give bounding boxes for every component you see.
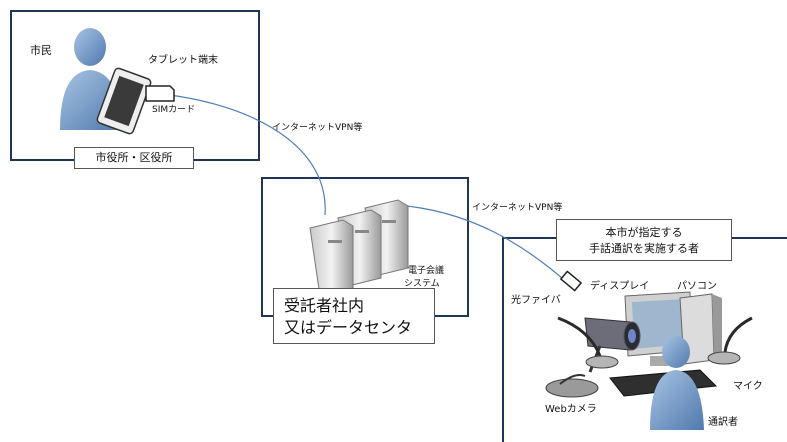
interpreter-label: 通訳者	[708, 417, 738, 428]
citizen-label: 市民	[30, 44, 52, 57]
system-label-line2: システム	[404, 279, 440, 289]
server-place-label: 受託者社内 又はデータセンタ	[273, 288, 435, 344]
interpreter-title-line1: 本市が指定する	[605, 226, 683, 239]
pc-label: パソコン	[677, 281, 717, 292]
mic-label: マイク	[733, 381, 763, 392]
vpn-link-right	[394, 204, 571, 286]
tablet-icon	[96, 67, 152, 135]
sim-card-label: SIMカード	[152, 105, 196, 115]
display-label: ディスプレイ	[590, 281, 650, 292]
vpn-label-right: インターネットVPN等	[472, 203, 563, 213]
fiber-connector-icon	[559, 270, 583, 292]
citizen-place-label: 市役所・区役所	[74, 147, 194, 169]
webcam-label: Webカメラ	[545, 404, 597, 415]
vpn-link-left	[149, 92, 326, 216]
fiber-label: 光ファイバ	[511, 295, 561, 306]
tablet-label: タブレット端末	[148, 55, 218, 66]
interpreter-title-line2: 手話通訳を実施する者	[589, 242, 699, 255]
interpreter-title: 本市が指定する 手話通訳を実施する者	[556, 219, 732, 261]
server-place-line1: 受託者社内	[284, 296, 365, 315]
interpreter-person-icon	[650, 336, 704, 430]
microphone-icon	[557, 316, 753, 369]
system-label-line1: 電子会議	[408, 266, 445, 276]
server-place-line2: 又はデータセンタ	[284, 318, 413, 337]
server-icon	[309, 199, 409, 297]
sim-card-icon	[145, 85, 175, 102]
vpn-label-left: インターネットVPN等	[272, 123, 363, 133]
